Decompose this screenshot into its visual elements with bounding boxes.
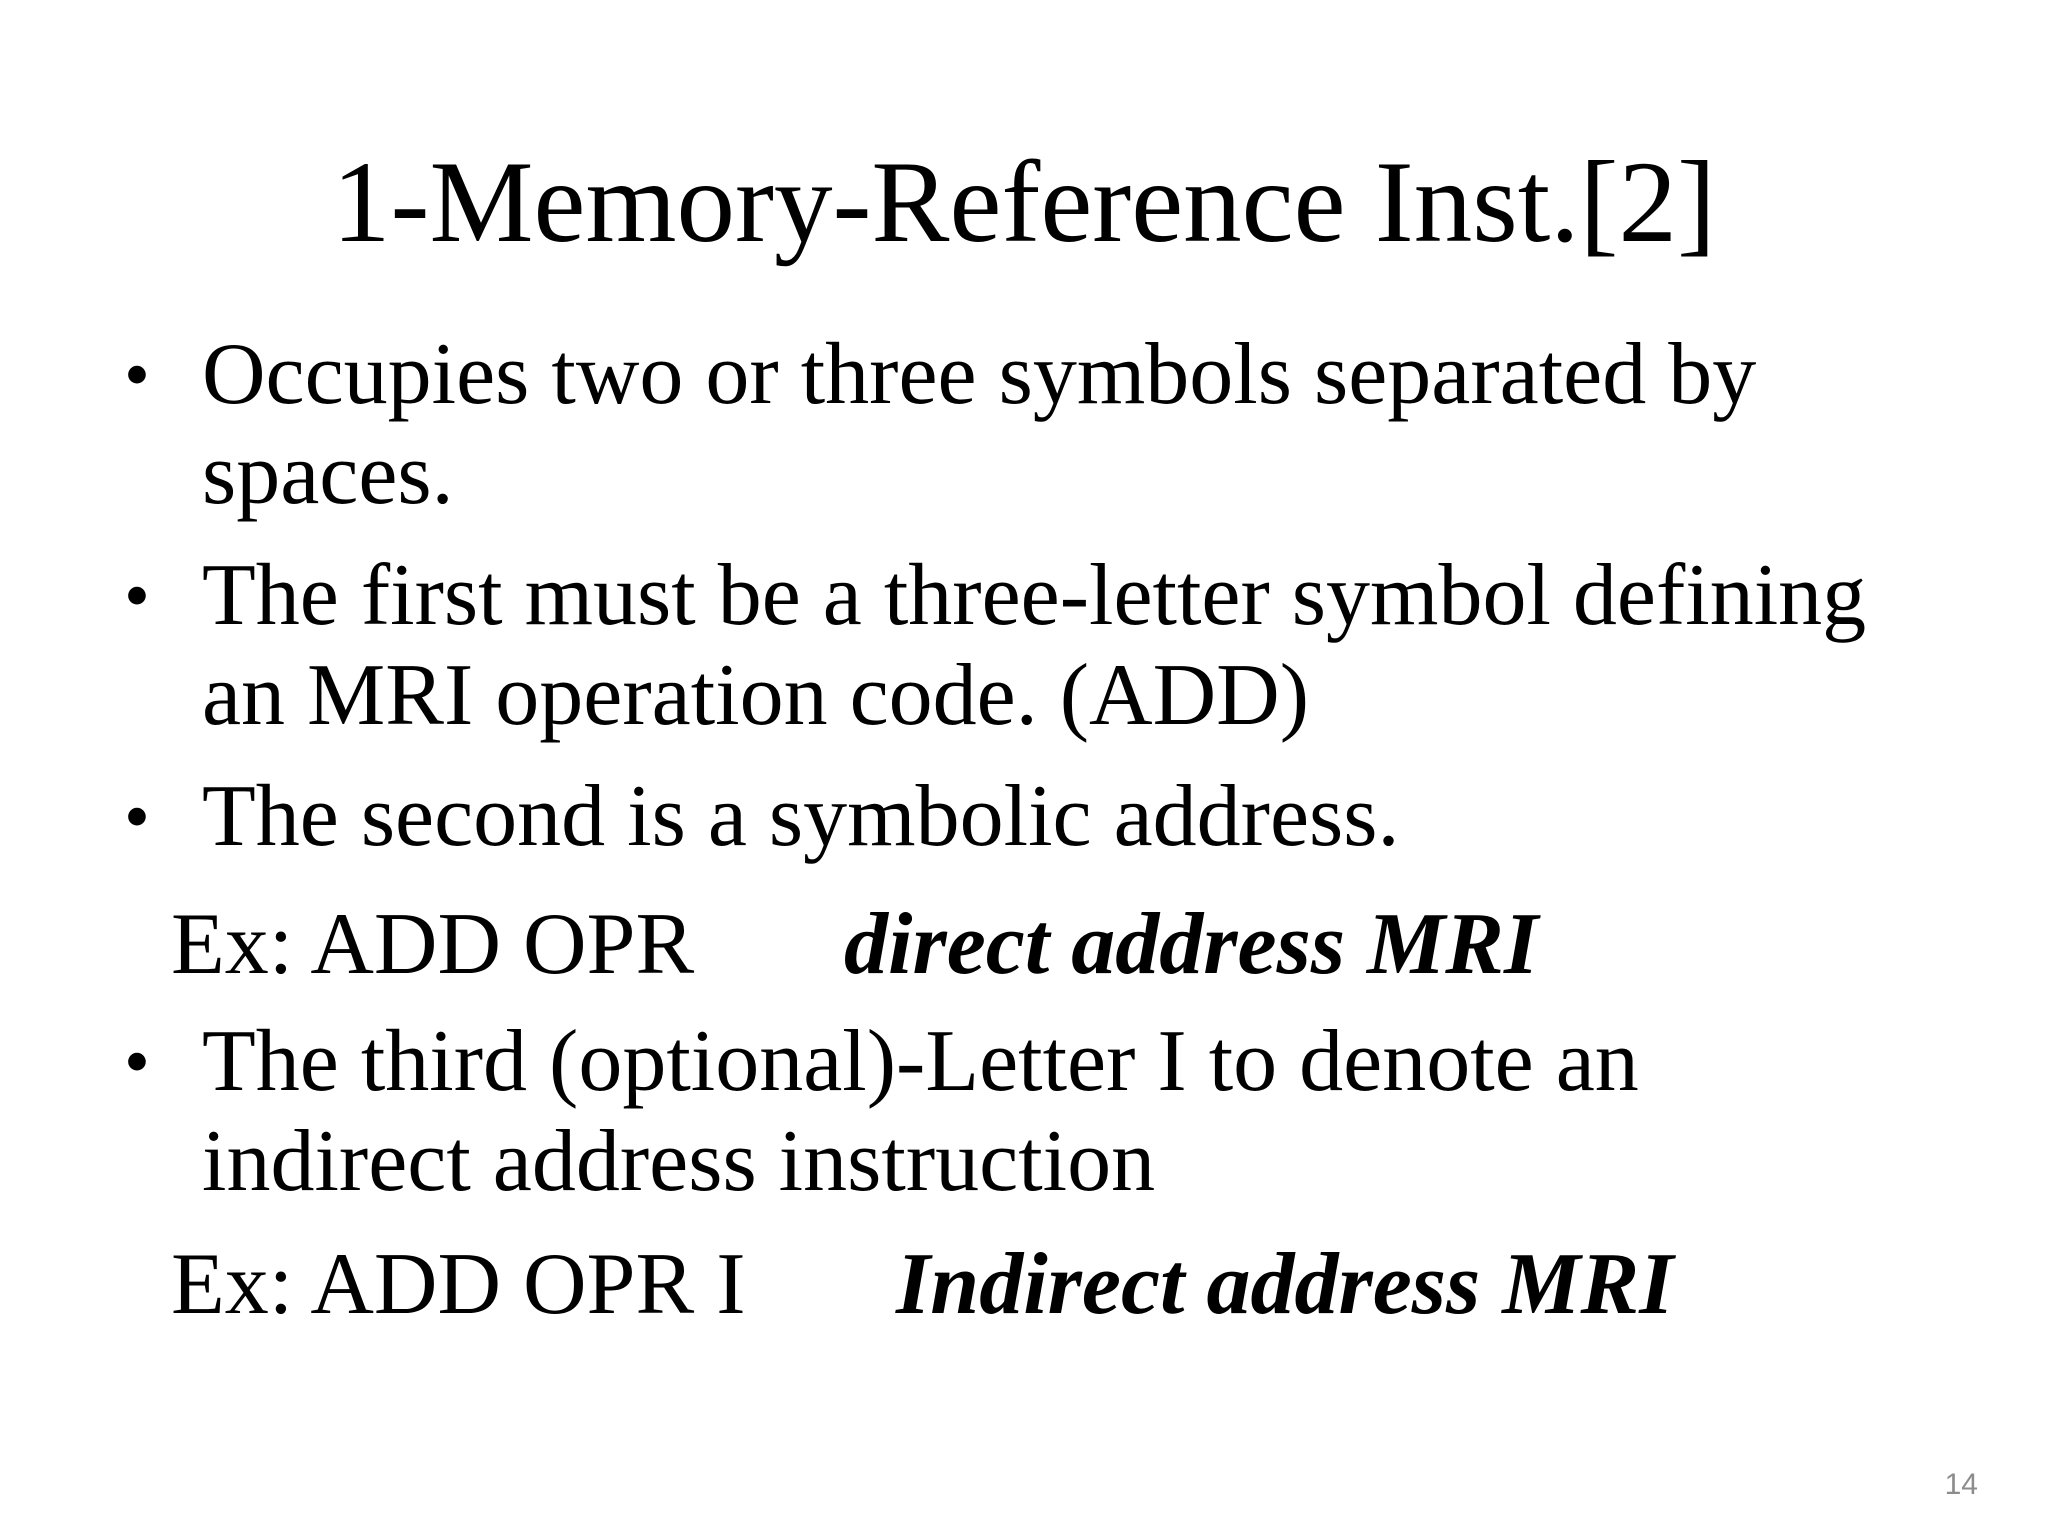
bullet-text-line: The third (optional)-Letter I to denote … [202, 1013, 1639, 1110]
example-direct: Ex: ADD OPR direct address MRI [171, 895, 1538, 995]
bullet-item-first-symbol: • The first must be a three-letter symbo… [124, 546, 1982, 746]
bullet-dot-icon: • [124, 334, 150, 416]
example-meaning: direct address MRI [844, 896, 1539, 993]
page-number: 14 [1944, 1468, 1978, 1501]
bullet-text-line: spaces. [202, 426, 454, 523]
slide-title: 1-Memory-Reference Inst.[2] [332, 138, 1716, 267]
bullet-text-line: indirect address instruction [202, 1113, 1156, 1210]
bullet-text-line: The second is a symbolic address. [202, 768, 1400, 865]
bullet-item-second-symbol: • The second is a symbolic address. [124, 767, 1982, 867]
bullet-text-line: Occupies two or three symbols separated … [202, 326, 1757, 423]
example-meaning: Indirect address MRI [896, 1236, 1674, 1333]
bullet-dot-icon: • [124, 555, 150, 637]
bullet-dot-icon: • [124, 776, 150, 858]
bullet-text-line: The first must be a three-letter symbol … [202, 547, 1867, 644]
example-code: Ex: ADD OPR I [171, 1236, 746, 1333]
bullet-dot-icon: • [124, 1021, 150, 1103]
bullet-text-line: an MRI operation code. (ADD) [202, 647, 1310, 744]
example-indirect: Ex: ADD OPR I Indirect address MRI [171, 1235, 1673, 1335]
bullet-item-symbols: • Occupies two or three symbols separate… [124, 325, 1982, 525]
example-code: Ex: ADD OPR [171, 896, 695, 993]
bullet-item-third-symbol: • The third (optional)-Letter I to denot… [124, 1012, 1982, 1212]
